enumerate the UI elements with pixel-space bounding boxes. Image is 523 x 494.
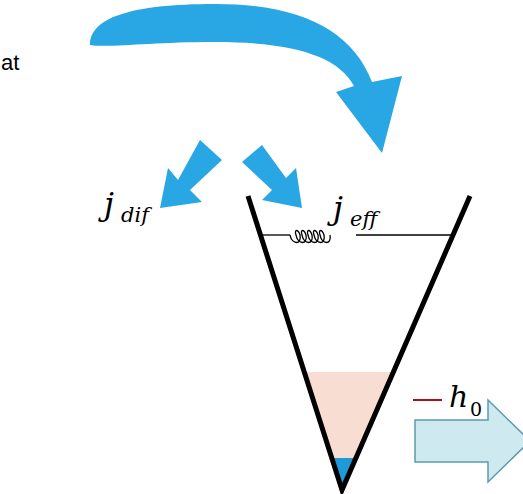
- output-arrow: [415, 400, 523, 482]
- flux-subscript: eff: [350, 209, 377, 230]
- top-line: [356, 234, 452, 235]
- height-symbol: h: [449, 382, 468, 412]
- level-marker: [413, 399, 442, 401]
- flux-symbol: j: [333, 192, 343, 224]
- flux-subscript: dif: [121, 205, 149, 226]
- height-subscript: 0: [470, 400, 482, 419]
- cut-label: at: [1, 52, 19, 74]
- flux-symbol: j: [104, 188, 114, 220]
- heat-arrow: [90, 4, 402, 153]
- heater-coil: [290, 231, 330, 243]
- diffuse-flux-arrow: [160, 140, 222, 208]
